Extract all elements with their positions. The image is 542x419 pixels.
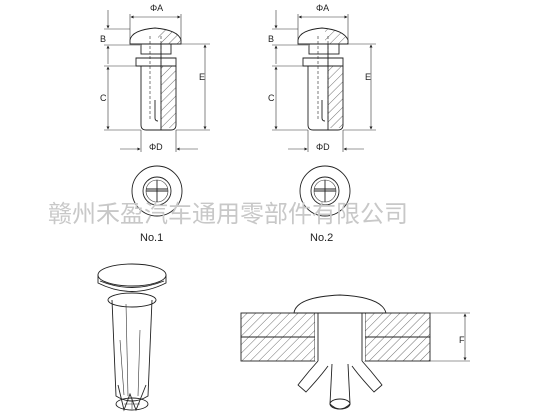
dim-label-e-no2: E [365, 72, 371, 82]
body-hatch-no1 [161, 66, 176, 128]
dim-label-c-no2: C [268, 93, 275, 103]
panel-hole [315, 313, 365, 361]
panel-lower-left [240, 336, 316, 362]
rivet-section-no1: ΦA B C E ΦD No.1 [100, 3, 210, 244]
caption-no2: No.2 [310, 232, 333, 244]
pin-hidden-line-no2 [317, 36, 329, 120]
head-rim [97, 275, 167, 292]
caption-no1: No.1 [140, 232, 163, 244]
bottom-cross [124, 399, 140, 409]
dim-label-e-no1: E [199, 72, 205, 82]
inner-circle-no2 [310, 176, 340, 206]
slot-hook-no2 [321, 100, 326, 122]
slot-hook-no1 [154, 100, 159, 122]
flange-no2 [302, 57, 344, 67]
installed-section-view: F [240, 294, 470, 410]
panel-lower-right [364, 336, 431, 362]
shank-highlight-1 [125, 303, 129, 397]
leg-right [351, 360, 383, 393]
bottom-ellipse [115, 397, 149, 411]
leg-left [297, 360, 329, 393]
dim-label-a-no1: ΦA [150, 3, 163, 13]
outer-circle-no1 [131, 165, 183, 217]
rivet-section-no2: ΦA B C E ΦD No.2 [268, 3, 376, 244]
panel-upper-right [364, 312, 431, 338]
head-hatch-no1 [158, 28, 181, 44]
leg-center-tip [329, 398, 351, 410]
bottom-view-no2 [299, 165, 351, 217]
outer-circle-no2 [299, 165, 351, 217]
rivet-perspective-view [97, 263, 167, 412]
installed-shank-walls [317, 313, 363, 361]
dim-label-d-no1: ΦD [149, 142, 163, 152]
dim-label-b-no1: B [100, 34, 106, 44]
head-hatch-no2 [325, 28, 348, 44]
upper-shank-no2 [308, 43, 340, 55]
installed-rivet-head [293, 294, 387, 314]
upper-shank-no1 [140, 43, 172, 55]
bottom-view-no1 [131, 165, 183, 217]
split-legs [117, 384, 147, 412]
head-edge-line [99, 280, 165, 288]
dim-label-b-no2: B [268, 34, 274, 44]
panel-upper-left [240, 312, 316, 338]
pin-hidden-line-no1 [149, 36, 162, 120]
inner-circle-no1 [142, 176, 172, 206]
company-watermark: 赣州禾盈汽车通用零部件有限公司 [48, 200, 408, 228]
body-hatch-no2 [328, 66, 343, 128]
dim-label-c-no1: C [100, 93, 107, 103]
shank-slots [119, 329, 141, 397]
leg-center [329, 363, 351, 410]
dim-label-a-no2: ΦA [316, 3, 329, 13]
dim-label-d-no2: ΦD [316, 142, 330, 152]
flange-no1 [135, 57, 177, 67]
flange-ellipse [107, 292, 157, 308]
head-top-ellipse [97, 263, 167, 287]
dim-label-f: F [459, 335, 465, 345]
